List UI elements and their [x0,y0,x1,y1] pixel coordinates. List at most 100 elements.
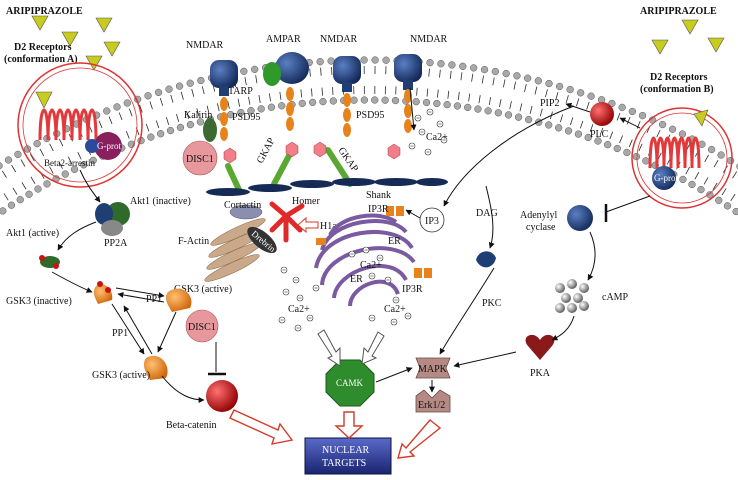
ampar-label: AMPAR [266,34,301,45]
ip3r-upper [386,206,404,216]
gkap-bar-1 [225,163,243,195]
disc1-top-node [182,140,218,176]
mapk-node [415,357,451,379]
gsk3-inactive-node [93,284,113,304]
erk12-label: Erk1/2 [418,400,445,411]
beta2-arrestin-label: Beta2-arrestin [44,158,95,168]
psd95-2-label: PSD95 [356,110,384,121]
dag-label: DAG [476,208,498,219]
ca2-membrane-label: Ca2+ [426,132,448,143]
gkap-1-label: GKAP [255,136,278,166]
calcium-ions [278,108,448,332]
gkap-bar-2 [271,147,295,187]
akt1-inactive-label: Akt1 (inactive) [130,196,191,207]
camp-molecules [555,279,589,313]
h1a-label: H1a [320,221,337,232]
ca2-right-label: Ca2+ [384,304,406,315]
ca2-er-center-label: Ca2+ [360,260,382,271]
ampar-receptor [263,52,309,86]
pp2a-label: PP2A [104,238,128,249]
nmdar-receptor-2 [333,56,361,92]
nuclear-targets-label-line2: TARGETS [322,458,366,469]
nmdar-receptor-3 [394,54,422,90]
pp1-lower-label: PP1 [112,328,128,339]
erk12-node [415,389,451,413]
camk-node [325,359,375,407]
ip3r-lower [414,268,432,278]
psd95-chain-ampar [286,87,294,131]
ip3-node [419,207,445,233]
er-1-label: ER [388,236,401,247]
ca2-left-label: Ca2+ [288,304,310,315]
mapk-label: MAPK [418,364,448,375]
d2-receptors-b-label-line1: D2 Receptors [650,72,708,83]
cortactin-node [229,204,263,220]
d2-receptor-conformation-b: G-prot [631,107,733,209]
aripiprazole-molecules [31,15,725,71]
gsk3-active-1-node [165,288,192,312]
nmdar-3-label: NMDAR [410,34,448,45]
gsk3-active-2-node [143,355,168,380]
kalirin-node [203,118,217,142]
f-actin-filaments [204,218,266,282]
psd95-chain-2 [343,93,351,137]
pink-hexagon-3 [313,141,327,158]
beta-catenin-node [206,380,238,412]
f-actin-label: F-Actin [178,236,209,247]
pka-node [525,334,555,360]
cortactin-label: Cortactin [224,200,261,211]
d2-receptor-conformation-a: G-prot Beta2-arrestin [17,62,143,188]
adenylyl-cyclase-label-line1: Adenylyl [520,210,557,221]
tarp-label: TARP [228,86,253,97]
hollow-arrows-ca [317,329,385,367]
adenylyl-cyclase-label-line2: cyclase [526,222,556,233]
nuclear-targets-label-line1: NUCLEAR [322,445,370,456]
akt1-active-label: Akt1 (active) [6,228,59,239]
pip2-label: PIP2 [540,98,559,109]
psd95-chain-3 [404,89,412,133]
homer-node [269,201,305,243]
pka-label: PKA [530,368,551,379]
ip3r-lower-label: IP3R [402,284,423,295]
d2-receptors-a-label-line2: (conformation A) [4,54,78,65]
plc-node: PLC [590,102,614,140]
akt1-pp2a-complex [95,202,130,236]
disc1-mid-label: DISC1 [188,322,216,333]
gsk3-inactive-label: GSK3 (inactive) [6,296,72,307]
disc1-top-label: DISC1 [186,154,214,165]
er-2-label: ER [350,274,363,285]
pp1-upper-label: PP1 [146,294,162,305]
ip3-label: IP3 [425,216,439,227]
d2-receptors-b-label-line2: (conformation B) [640,84,714,95]
shank-label: Shank [366,190,391,201]
nmdar-receptor-1 [210,60,238,96]
camk-label: CAMK [336,378,364,388]
g-prot-left-label: G-prot [97,141,121,151]
camp-label: cAMP [602,292,629,303]
beta-catenin-label: Beta-catenin [166,420,217,431]
pkc-node [476,251,496,268]
psd95-1-label: PSD95 [232,112,260,123]
h1a-arrow [297,216,319,234]
ip3r-left [316,238,326,245]
gsk3-active-1-label: GSK3 (active) [174,284,232,295]
aripiprazole-label-left: ARIPIPRAZOLE [6,6,83,17]
d2-receptors-a-label-line1: D2 Receptors [14,42,72,53]
pkc-label: PKC [482,298,502,309]
pathway-arrows [51,87,651,403]
nmdar-1-label: NMDAR [186,40,224,51]
nuclear-targets-box [304,437,392,475]
gsk3-active-2-label: GSK3 (active) [92,370,150,381]
endoplasmic-reticulum [314,213,416,307]
plc-label: PLC [590,129,609,140]
g-prot-right-label: G-prot [654,173,678,183]
homer-label: Homer [292,196,320,207]
ip3r-upper-label: IP3R [368,204,389,215]
disc1-mid-node [185,309,219,343]
pink-hexagon-4 [387,143,401,160]
pink-hexagon-2 [285,141,299,158]
drebrin-node [247,226,277,254]
kalirin-label: Kalirin [184,110,212,121]
